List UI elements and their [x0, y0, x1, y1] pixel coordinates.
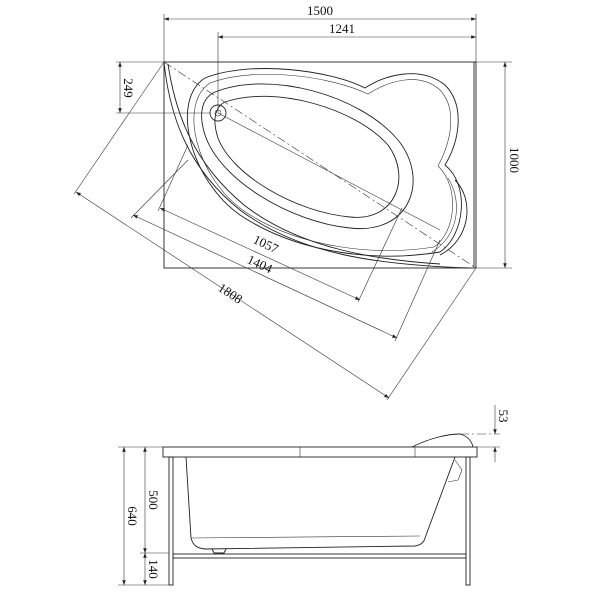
leg-right: [465, 456, 471, 586]
basin-rim-outer: [186, 68, 462, 257]
dim-53: 53: [496, 410, 511, 423]
dim-1500: 1500: [307, 3, 333, 18]
rim: [162, 446, 478, 458]
basin-profile: [185, 456, 456, 550]
headrest: [439, 179, 468, 256]
dim-1404: 1404: [245, 252, 275, 277]
dim-249: 249: [121, 78, 136, 98]
side-view: 640 500 140 53: [118, 405, 511, 586]
basin-inner: [214, 95, 400, 218]
leg-left: [168, 456, 174, 586]
basin-outer: [201, 83, 414, 230]
headrest-profile: [411, 433, 474, 448]
top-view: 1500 1241 249 1000 1808 1404 1057: [73, 3, 522, 401]
dim-640: 640: [125, 506, 140, 526]
dim-1000: 1000: [507, 147, 522, 173]
dim-1808: 1808: [216, 280, 246, 307]
dim-500: 500: [146, 490, 161, 510]
frame-crossbar: [172, 553, 467, 559]
dim-140: 140: [146, 559, 161, 579]
dim-1241: 1241: [329, 21, 355, 36]
